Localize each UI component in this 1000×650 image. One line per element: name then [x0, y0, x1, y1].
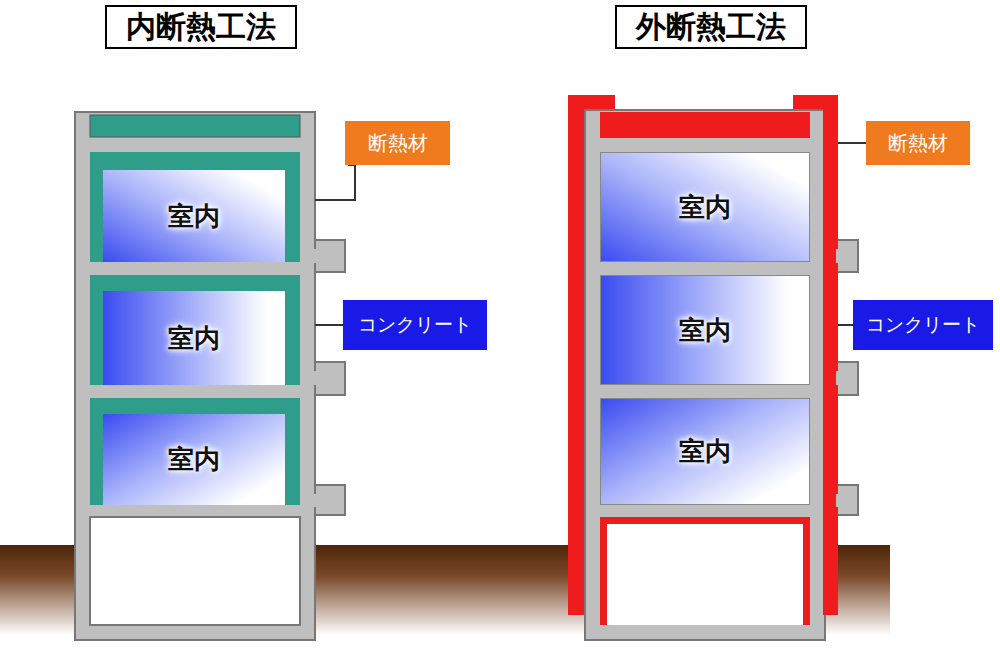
room-box: 室内	[600, 398, 810, 505]
label-text: 室内	[168, 442, 220, 477]
insulation-label: 断熱材	[866, 121, 970, 165]
label-text: 室内	[679, 190, 731, 225]
label-text: 室内	[679, 434, 731, 469]
title-box: 外断熱工法	[615, 5, 807, 49]
insulation-label: 断熱材	[345, 121, 450, 165]
label-text: コンクリート	[358, 312, 472, 338]
title-box: 内断熱工法	[105, 5, 297, 49]
concrete-label: コンクリート	[343, 300, 487, 350]
left-building	[75, 112, 345, 640]
label-text: コンクリート	[866, 312, 980, 338]
room-box: 室内	[600, 275, 810, 385]
concrete-label: コンクリート	[853, 300, 993, 350]
label-text: 断熱材	[368, 130, 428, 157]
room-box: 室内	[600, 152, 810, 262]
room-box: 室内	[103, 414, 285, 505]
room-box: 室内	[103, 170, 285, 262]
room-box: 室内	[103, 291, 285, 385]
label-text: 室内	[168, 199, 220, 234]
label-text: 内断熱工法	[126, 7, 276, 48]
label-text: 断熱材	[888, 130, 948, 157]
label-text: 室内	[679, 313, 731, 348]
label-text: 外断熱工法	[636, 7, 786, 48]
label-text: 室内	[168, 321, 220, 356]
right-building	[568, 95, 858, 640]
